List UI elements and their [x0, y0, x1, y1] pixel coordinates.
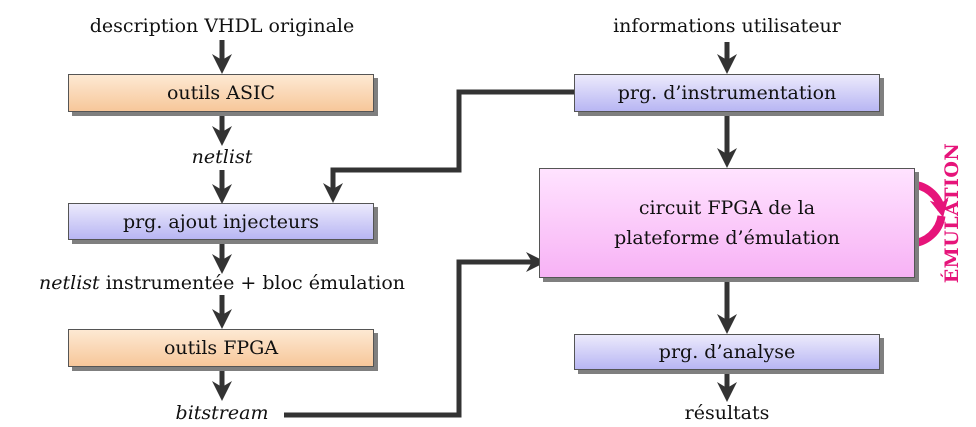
bitstream-label: bitstream	[175, 402, 269, 424]
netlist-label: netlist	[191, 146, 253, 168]
emulation-label: ÉMULATION	[941, 142, 963, 284]
instrumented-netlist-rest: instrumentée + bloc émulation	[105, 272, 405, 294]
asic-tools-label: outils ASIC	[166, 82, 276, 104]
fpga-circuit-line1: circuit FPGA de la	[638, 197, 816, 219]
instrumented-netlist-italic: netlist	[39, 272, 100, 294]
analysis-label: prg. d’analyse	[658, 341, 796, 363]
instrumentation-label: prg. d’instrumentation	[617, 82, 837, 104]
instrumentation-box: prg. d’instrumentation	[574, 74, 880, 112]
analysis-box: prg. d’analyse	[574, 334, 880, 370]
injectors-label: prg. ajout injecteurs	[122, 210, 320, 233]
input-description-label: description VHDL originale	[89, 15, 355, 37]
fpga-tools-box: outils FPGA	[68, 329, 374, 367]
user-info-label: informations utilisateur	[613, 15, 841, 37]
asic-tools-box: outils ASIC	[68, 74, 374, 112]
instrumented-netlist-label: netlist instrumentée + bloc émulation	[39, 271, 405, 295]
injectors-box: prg. ajout injecteurs	[68, 203, 374, 240]
results-label: résultats	[684, 402, 770, 424]
fpga-circuit-box: circuit FPGA de la plateforme d’émulatio…	[539, 168, 915, 278]
arrow-bitstream-fpga	[284, 252, 546, 418]
arrow-instrumentation-injectors	[323, 89, 574, 203]
fpga-tools-label: outils FPGA	[163, 337, 279, 359]
fpga-circuit-line2: plateforme d’émulation	[614, 227, 840, 249]
